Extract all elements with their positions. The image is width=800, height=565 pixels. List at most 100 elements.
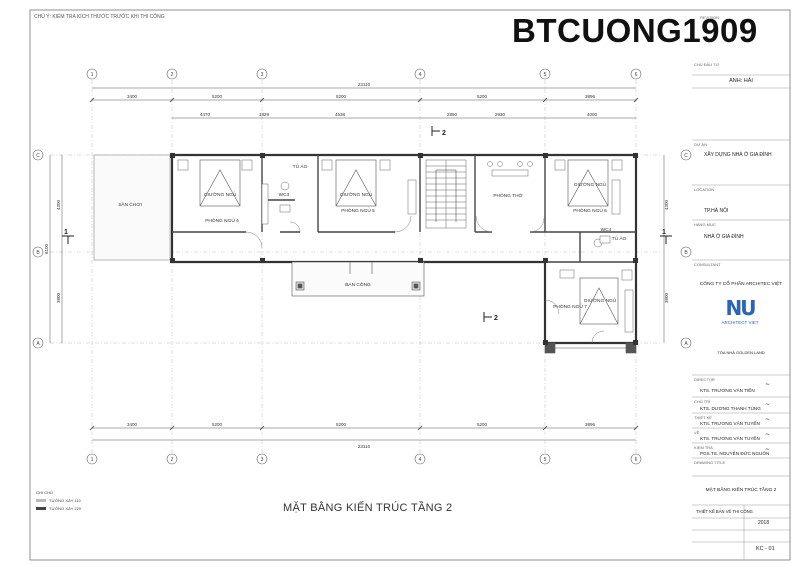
grid-label-b-right: B (684, 250, 688, 256)
dim-bottom-4: 5200 (477, 422, 488, 427)
company-logo: NU ARCHITECT VIET (712, 296, 768, 325)
legend-item-220-label: TƯỜNG XÂY 220 (49, 506, 82, 511)
dim-sub-1: 4470 (200, 112, 211, 117)
dim-total-bottom: 23110 (358, 444, 371, 449)
category-value: NHÀ Ở GIA ĐÌNH (704, 234, 744, 240)
dim-right-2: 3800 (664, 292, 669, 303)
dim-left-total: 8100 (44, 243, 49, 254)
section-mark-1-right: 1 (662, 229, 666, 236)
manager-label: CHỦ TRÌ (694, 399, 711, 404)
company-name: CÔNG TY CỔ PHẦN ARCHITEC VIỆT (699, 282, 783, 287)
checked-label: KIỂM TRA (694, 445, 713, 450)
checked-value: PGS.TS. NGUYỄN ĐỨC NGUÔN (700, 451, 770, 456)
sheet-title-value: MẶT BẰNG KIẾN TRÚC TẦNG 2 (705, 488, 777, 493)
dim-sub-6: 4000 (587, 112, 598, 117)
dim-left-2: 3800 (56, 292, 61, 303)
dim-total-top: 23110 (358, 82, 371, 87)
dim-bottom-5: 3896 (585, 422, 596, 427)
stairs (425, 159, 467, 229)
company-address: TÒA NHÀ GOLDEN LAND (717, 350, 765, 355)
legend-swatch-110 (36, 499, 46, 503)
grid-label-2: 2 (171, 72, 174, 78)
signature-checked: ~ (765, 446, 771, 453)
section-marks: 1 1 2 2 (62, 126, 672, 322)
grid-label-5b: 5 (544, 457, 547, 463)
columns (170, 153, 638, 345)
revision-label: REVISION (700, 15, 720, 20)
signature-manager: ~ (765, 401, 771, 408)
bay-window (544, 342, 637, 354)
grid-label-3: 3 (261, 72, 264, 78)
sheet-border (29, 9, 791, 561)
drawn-label: VẼ (694, 430, 700, 435)
dim-top-1: 3400 (127, 94, 138, 99)
dim-top-5: 3896 (585, 94, 596, 99)
location-value: TP.HÀ NỘI (704, 208, 729, 214)
designer-label: THIẾT KẾ (694, 415, 712, 420)
dim-top-3: 5200 (336, 94, 347, 99)
director-value: KTS. TRƯƠNG VĂN TIẾN (700, 388, 755, 393)
grid-label-b: B (36, 250, 40, 256)
grid-label-5: 5 (544, 72, 547, 78)
furniture (177, 159, 634, 333)
bed-label-6: GIƯỜNG NGỦ (574, 181, 607, 188)
room-label-bedroom-7: PHÒNG NGỦ 7 (553, 303, 587, 310)
wardrobe-label-6: TỦ ÁO (612, 235, 627, 242)
grid-label-6: 6 (635, 72, 638, 78)
grid-label-c-right: C (684, 153, 688, 159)
grid-label-a-right: A (684, 341, 688, 347)
dim-sub-5: 2930 (495, 112, 506, 117)
legend-swatch-220 (36, 507, 46, 511)
room-label-wc3: WC3 (279, 192, 290, 198)
balcony (291, 261, 425, 297)
grid-label-6b: 6 (635, 457, 638, 463)
grid-label-4b: 4 (419, 457, 422, 463)
grid-label-3b: 3 (261, 457, 264, 463)
grid-label-c: C (36, 153, 40, 159)
logo-mark: NU (725, 296, 757, 320)
wardrobe-label-4: TỦ ÁO (293, 163, 308, 170)
bed-label-7: GIƯỜNG NGỦ (584, 297, 617, 304)
title-block-lines (692, 74, 790, 560)
dim-sub-3: 4538 (335, 112, 346, 117)
legend-item-110: TƯỜNG XÂY 110 (36, 498, 81, 503)
grid-label-1b: 1 (91, 457, 94, 463)
section-mark-2-top: 2 (442, 130, 446, 137)
grid-label-a: A (36, 341, 40, 347)
section-mark-1-left: 1 (64, 229, 68, 236)
category-label: HẠNG MỤC (694, 222, 716, 227)
beds (199, 159, 619, 325)
owner-label: CHỦ ĐẦU TƯ (694, 62, 720, 67)
room-label-bedroom-4: PHÒNG NGỦ 4 (205, 217, 239, 224)
director-label: DIRECTOR (694, 377, 715, 382)
grid-label-2b: 2 (171, 457, 174, 463)
bed-label-5: GIƯỜNG NGỦ (340, 191, 373, 198)
grid-label-1: 1 (91, 72, 94, 78)
interior-walls (172, 155, 636, 263)
bed-label-4: GIƯỜNG NGỦ (204, 191, 237, 198)
designer-value: KTS. TRƯƠNG VĂN TUYẾN (700, 421, 760, 426)
room-label-yard: SÂN CHƠI (118, 201, 142, 208)
watermark-text: BTCUONG1909 (512, 12, 758, 49)
consultant-label: CONSULTANT (694, 262, 721, 267)
manager-value: KTS. DƯƠNG THANH TÙNG (700, 406, 761, 411)
legend-item-220: TƯỜNG XÂY 220 (36, 506, 81, 511)
section-mark-2-bottom: 2 (494, 315, 498, 322)
dim-bottom-1: 3400 (127, 422, 138, 427)
logo-text: ARCHITECT VIET (721, 320, 759, 325)
signature-designer: ~ (765, 416, 771, 423)
location-label: LOCATION (694, 187, 715, 192)
drawing-title: MẶT BẰNG KIẾN TRÚC TẦNG 2 (283, 502, 453, 514)
owner-value: ANH: HẢI (729, 78, 753, 84)
legend-title: GHI CHÚ (36, 490, 53, 495)
legend-item-110-label: TƯỜNG XÂY 110 (49, 498, 81, 503)
dim-top-2: 5200 (212, 94, 223, 99)
project-value: XÂY DỰNG NHÀ Ở GIA ĐÌNH (704, 152, 772, 158)
room-label-balcony: BAN CÔNG (345, 281, 371, 288)
room-label-bedroom-5: PHÒNG NGỦ 5 (341, 207, 375, 214)
grid-label-4: 4 (419, 72, 422, 78)
sheet-title-label: DRAWING TITLE (694, 460, 726, 465)
construction-note: CHÚ Ý: KIỂM TRA KÍCH THƯỚC TRƯỚC KHI THI… (34, 14, 165, 20)
dim-left-1: 4300 (56, 199, 61, 210)
